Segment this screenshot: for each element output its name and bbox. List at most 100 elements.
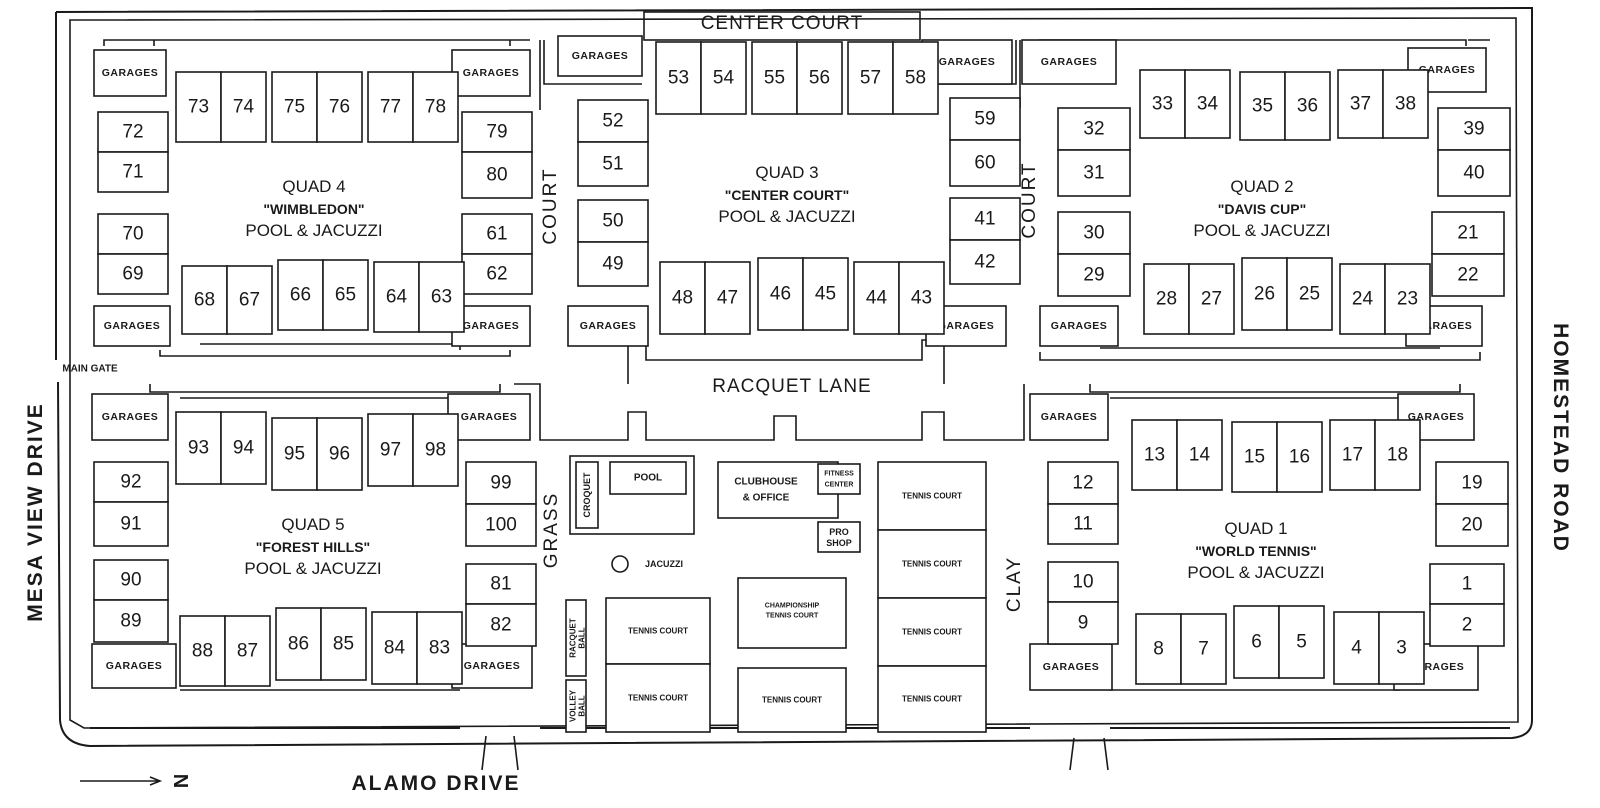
tennis-court-label: TENNIS COURT bbox=[762, 696, 822, 705]
unit-number: 71 bbox=[122, 162, 143, 183]
unit-number: 50 bbox=[602, 211, 623, 232]
garage-block bbox=[447, 393, 531, 441]
unit-number: 88 bbox=[192, 641, 213, 662]
unit-46: 46 bbox=[757, 257, 804, 331]
unit-22: 22 bbox=[1431, 253, 1505, 297]
unit-97: 97 bbox=[367, 413, 414, 487]
unit-98: 98 bbox=[412, 413, 459, 487]
unit-number: 89 bbox=[120, 611, 141, 632]
unit-number: 19 bbox=[1461, 473, 1482, 494]
unit-number: 2 bbox=[1462, 615, 1473, 636]
clubhouse-label-line1: CLUBHOUSE bbox=[734, 477, 798, 488]
unit-number: 38 bbox=[1395, 94, 1416, 115]
tennis-court bbox=[877, 597, 987, 667]
unit-number: 24 bbox=[1352, 289, 1374, 310]
unit-54: 54 bbox=[700, 41, 747, 115]
unit-box bbox=[220, 71, 267, 143]
unit-59: 59 bbox=[949, 97, 1021, 141]
unit-number: 75 bbox=[284, 97, 305, 118]
unit-69: 69 bbox=[97, 253, 169, 295]
unit-74: 74 bbox=[220, 71, 267, 143]
unit-number: 13 bbox=[1144, 445, 1165, 466]
unit-box bbox=[704, 261, 751, 335]
unit-box bbox=[316, 71, 363, 143]
unit-number: 77 bbox=[380, 97, 401, 118]
garage-block bbox=[557, 35, 643, 77]
north-arrow: N bbox=[80, 774, 191, 788]
unit-box bbox=[1337, 69, 1384, 139]
garage-label: GARAGES bbox=[938, 320, 995, 332]
quad-title: QUAD 2 bbox=[1230, 177, 1293, 196]
center-court-road-label: CENTER COURT bbox=[701, 13, 864, 34]
unit-36: 36 bbox=[1284, 71, 1331, 141]
garage-label: GARAGES bbox=[464, 660, 521, 672]
unit-number: 60 bbox=[974, 153, 995, 174]
unit-53: 53 bbox=[655, 41, 702, 115]
unit-4: 4 bbox=[1333, 611, 1380, 685]
jacuzzi bbox=[611, 555, 629, 573]
unit-68: 68 bbox=[181, 265, 228, 335]
unit-box bbox=[322, 259, 369, 331]
unit-box bbox=[93, 599, 169, 643]
unit-number: 1 bbox=[1462, 574, 1473, 595]
unit-box bbox=[1435, 461, 1509, 505]
unit-box bbox=[577, 199, 649, 243]
unit-box bbox=[655, 41, 702, 115]
garage-label: GARAGES bbox=[1419, 64, 1476, 76]
unit-31: 31 bbox=[1057, 149, 1131, 197]
unit-72: 72 bbox=[97, 111, 169, 153]
unit-55: 55 bbox=[751, 41, 798, 115]
tennis-court-label: TENNIS COURT bbox=[902, 492, 962, 501]
championship-tennis-court bbox=[737, 577, 847, 649]
unit-box bbox=[1047, 461, 1119, 505]
center-court-road bbox=[643, 11, 921, 41]
quad-name: "FOREST HILLS" bbox=[256, 539, 370, 555]
unit-number: 49 bbox=[602, 254, 623, 275]
unit-21: 21 bbox=[1431, 211, 1505, 255]
unit-64: 64 bbox=[373, 261, 420, 333]
tennis-court-label: TENNIS COURT bbox=[902, 560, 962, 569]
unit-number: 16 bbox=[1289, 447, 1310, 468]
quad-amenity: POOL & JACUZZI bbox=[245, 221, 382, 240]
unit-88: 88 bbox=[179, 615, 226, 687]
unit-number: 21 bbox=[1457, 223, 1478, 244]
unit-number: 25 bbox=[1299, 284, 1320, 305]
unit-box bbox=[367, 71, 414, 143]
unit-box bbox=[271, 417, 318, 491]
unit-8: 8 bbox=[1135, 613, 1182, 685]
unit-box bbox=[1047, 601, 1119, 645]
tennis-court bbox=[605, 663, 711, 733]
garage-block bbox=[1039, 305, 1119, 347]
unit-number: 63 bbox=[431, 287, 452, 308]
unit-box bbox=[847, 41, 894, 115]
unit-number: 8 bbox=[1153, 639, 1164, 660]
unit-box bbox=[898, 261, 945, 335]
unit-number: 58 bbox=[905, 68, 926, 89]
unit-box bbox=[97, 213, 169, 255]
tennis-court-label: TENNIS COURT bbox=[902, 695, 962, 704]
unit-26: 26 bbox=[1241, 257, 1288, 331]
unit-box bbox=[796, 41, 843, 115]
unit-box bbox=[1435, 503, 1509, 547]
unit-box bbox=[93, 461, 169, 503]
unit-box bbox=[1184, 69, 1231, 139]
unit-3: 3 bbox=[1378, 611, 1425, 685]
unit-60: 60 bbox=[949, 139, 1021, 187]
garage-label: GARAGES bbox=[106, 660, 163, 672]
unit-85: 85 bbox=[320, 607, 367, 681]
unit-78: 78 bbox=[412, 71, 459, 143]
unit-33: 33 bbox=[1139, 69, 1186, 139]
unit-number: 70 bbox=[122, 224, 143, 245]
unit-box bbox=[1188, 263, 1235, 335]
unit-number: 80 bbox=[486, 165, 507, 186]
tennis-court-label: TENNIS COURT bbox=[628, 694, 688, 703]
unit-number: 28 bbox=[1156, 289, 1177, 310]
unit-box bbox=[949, 139, 1021, 187]
unit-7: 7 bbox=[1180, 613, 1227, 685]
unit-25: 25 bbox=[1286, 257, 1333, 331]
garage-block bbox=[93, 49, 167, 97]
unit-number: 44 bbox=[866, 288, 888, 309]
volley-ball-label-line2: BALL bbox=[578, 695, 587, 716]
unit-41: 41 bbox=[949, 197, 1021, 241]
